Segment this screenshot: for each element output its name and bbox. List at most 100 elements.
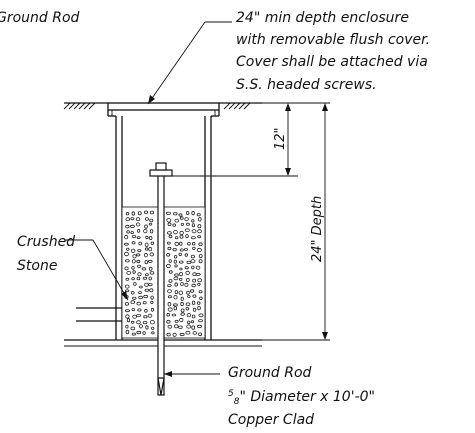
- stone-pebble: [184, 217, 189, 222]
- stone-pebble: [190, 254, 195, 259]
- leader-lines: [65, 21, 232, 377]
- stone-pebble: [142, 301, 147, 305]
- stone-pebble: [135, 253, 141, 257]
- stone-pebble: [131, 332, 136, 336]
- stone-pebble: [186, 324, 192, 329]
- enclosure-depth-dimension-text: 24" Depth: [310, 196, 325, 262]
- stone-pebble: [197, 229, 202, 234]
- enclosure-label-line2: with removable flush cover.: [236, 32, 430, 48]
- stone-pebble: [148, 259, 153, 263]
- stone-pebble: [198, 313, 204, 318]
- stone-pebble: [186, 312, 192, 318]
- stone-pebble: [150, 326, 155, 330]
- stone-pebble: [124, 266, 129, 271]
- stone-pebble: [190, 259, 196, 264]
- stone-pebble: [132, 296, 137, 300]
- stone-pebble: [136, 320, 141, 325]
- stone-pebble: [149, 210, 155, 215]
- stone-pebble: [148, 276, 152, 281]
- stone-pebble: [195, 272, 201, 276]
- rod-depth-dimension: [172, 102, 298, 177]
- stone-pebble: [125, 212, 130, 216]
- stone-pebble: [144, 260, 149, 265]
- stone-pebble: [178, 325, 183, 329]
- stone-pebble: [185, 234, 189, 239]
- stone-pebble: [174, 264, 178, 268]
- stone-pebble: [138, 295, 143, 300]
- stone-pebble: [142, 331, 146, 335]
- stone-pebble: [137, 308, 142, 312]
- stone-pebble: [131, 277, 135, 281]
- stone-pebble: [168, 259, 172, 263]
- stone-pebble: [192, 307, 197, 312]
- stone-pebble: [148, 235, 153, 240]
- stone-pebble: [180, 222, 185, 226]
- stone-pebble: [183, 248, 188, 251]
- stone-pebble: [141, 267, 147, 271]
- stone-pebble: [185, 210, 190, 215]
- stone-pebble: [184, 282, 189, 287]
- stone-pebble: [174, 236, 179, 240]
- ground-hatch-left: [63, 102, 108, 110]
- stone-pebble: [195, 265, 201, 270]
- stone-pebble: [143, 252, 148, 258]
- stone-pebble: [125, 259, 130, 263]
- stone-pebble: [167, 284, 172, 288]
- stone-pebble: [192, 278, 197, 283]
- stone-pebble: [132, 270, 136, 274]
- stone-pebble: [187, 295, 191, 298]
- stone-pebble: [137, 264, 142, 268]
- stone-pebble: [196, 247, 202, 253]
- stone-pebble: [192, 294, 197, 298]
- stone-pebble: [179, 241, 183, 246]
- ground-rod: [149, 162, 173, 396]
- stone-pebble: [137, 272, 142, 277]
- stone-pebble: [147, 313, 153, 318]
- stone-pebble: [167, 289, 172, 294]
- stone-pebble: [125, 289, 130, 293]
- stone-pebble: [136, 330, 142, 335]
- stone-pebble: [131, 308, 136, 312]
- stone-pebble: [174, 319, 179, 323]
- ground-hatch-right: [219, 102, 262, 110]
- stone-pebble: [178, 290, 183, 295]
- stone-pebble: [174, 282, 178, 287]
- stone-pebble: [124, 242, 129, 246]
- stone-pebble: [149, 218, 154, 223]
- stone-pebble: [166, 263, 171, 269]
- stone-pebble: [186, 290, 190, 295]
- stone-pebble: [178, 277, 183, 281]
- stone-pebble: [180, 296, 184, 301]
- stone-pebble: [132, 254, 137, 259]
- stone-pebble: [191, 265, 195, 270]
- stone-pebble: [196, 301, 201, 305]
- stone-pebble: [173, 255, 178, 259]
- stone-pebble: [131, 234, 137, 238]
- stone-pebble: [130, 291, 135, 295]
- stone-pebble: [165, 211, 171, 215]
- stone-pebble: [179, 260, 184, 264]
- stone-pebble: [166, 241, 171, 245]
- stone-pebble: [131, 241, 136, 245]
- stone-pebble: [145, 325, 149, 330]
- stone-pebble: [131, 266, 135, 270]
- stone-pebble: [172, 248, 177, 252]
- stone-pebble: [149, 271, 155, 275]
- stone-pebble: [125, 324, 129, 329]
- stone-pebble: [150, 295, 154, 300]
- stone-pebble: [197, 278, 203, 283]
- stone-pebble: [185, 222, 190, 226]
- stone-pebble: [197, 235, 202, 239]
- diameter-rest: " Diameter x 10'-0": [239, 389, 375, 405]
- enclosure-label-line4: S.S. headed screws.: [236, 77, 377, 93]
- stone-pebble: [166, 332, 171, 337]
- stone-pebble: [144, 224, 148, 229]
- stone-pebble: [166, 312, 170, 317]
- stone-pebble: [167, 222, 172, 227]
- stone-pebble: [185, 270, 191, 275]
- stone-pebble: [185, 330, 191, 335]
- rod-diameter-label: 58" Diameter x 10'-0": [228, 389, 375, 407]
- stone-pebble: [167, 295, 172, 299]
- stone-pebble: [144, 242, 149, 247]
- stone-pebble: [180, 301, 184, 307]
